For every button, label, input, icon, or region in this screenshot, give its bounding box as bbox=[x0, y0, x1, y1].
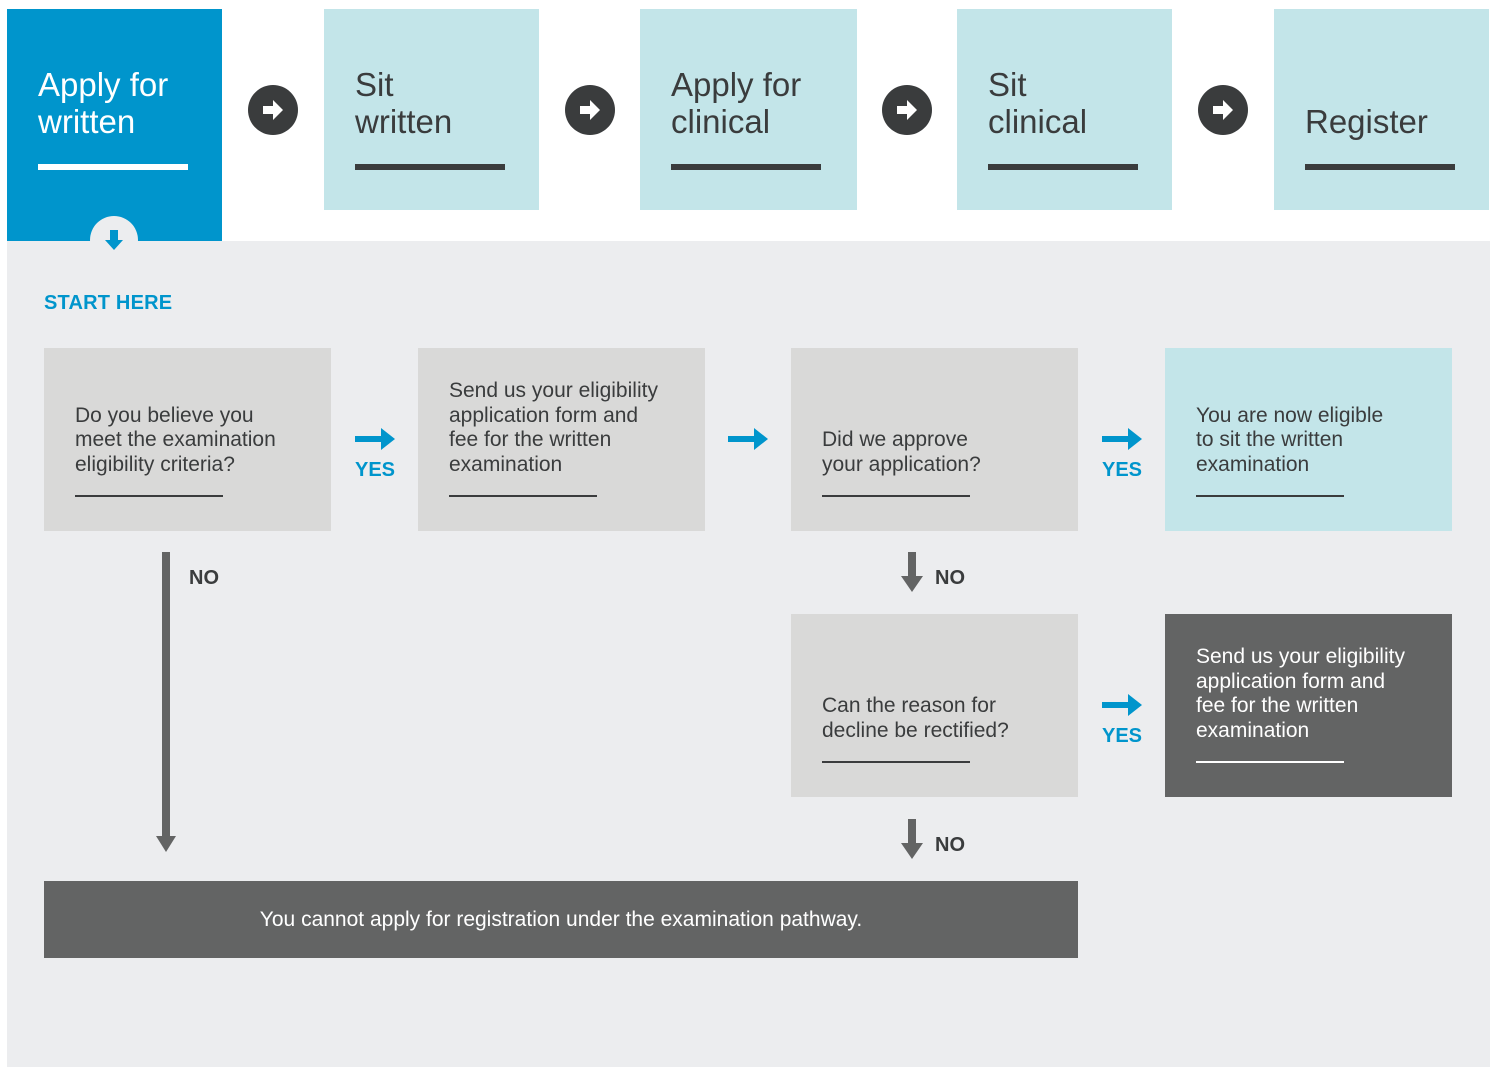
step-sit-written: Sit written bbox=[324, 9, 539, 210]
yes-label: YES bbox=[1102, 725, 1143, 747]
box-text: Send us your eligibility application for… bbox=[1196, 645, 1405, 742]
box-text: Do you believe you meet the examination … bbox=[75, 403, 276, 476]
step-underline bbox=[988, 164, 1138, 170]
box-underline bbox=[822, 495, 970, 497]
step-apply-for-clinical: Apply for clinical bbox=[640, 9, 857, 210]
step-underline bbox=[1305, 164, 1455, 170]
send-form-again-box: Send us your eligibility application for… bbox=[1165, 614, 1452, 797]
final-message: You cannot apply for registration under … bbox=[259, 907, 863, 931]
box-underline bbox=[449, 495, 597, 497]
arrow-down-icon bbox=[90, 216, 138, 264]
step-label: Sit written bbox=[355, 66, 453, 140]
arrow-right-icon bbox=[728, 428, 768, 455]
arrow-right-icon bbox=[565, 85, 615, 135]
box-underline bbox=[75, 495, 223, 497]
box-text: You are now eligible to sit the written … bbox=[1196, 403, 1384, 476]
step-label: Sit clinical bbox=[988, 66, 1088, 140]
arrow-down-icon bbox=[900, 819, 924, 864]
arrow-right-icon bbox=[1102, 428, 1142, 455]
box-underline bbox=[1196, 495, 1344, 497]
arrow-right-icon bbox=[1102, 694, 1142, 721]
box-underline bbox=[822, 761, 970, 763]
box-text: Send us your eligibility application for… bbox=[449, 379, 658, 476]
box-underline bbox=[1196, 761, 1344, 763]
box-text: Did we approve your application? bbox=[822, 428, 981, 476]
arrow-down-icon bbox=[154, 552, 178, 857]
step-underline bbox=[38, 164, 188, 170]
yes-label: YES bbox=[1102, 459, 1143, 481]
box-text: Can the reason for decline be rectified? bbox=[822, 694, 1009, 742]
step-underline bbox=[355, 164, 505, 170]
send-form-box: Send us your eligibility application for… bbox=[418, 348, 705, 531]
now-eligible-box: You are now eligible to sit the written … bbox=[1165, 348, 1452, 531]
arrow-right-icon bbox=[882, 85, 932, 135]
step-apply-for-written: Apply for written bbox=[7, 9, 222, 241]
step-underline bbox=[671, 164, 821, 170]
approved-question-box: Did we approve your application? bbox=[791, 348, 1078, 531]
step-register: Register bbox=[1274, 9, 1489, 210]
cannot-apply-box: You cannot apply for registration under … bbox=[44, 881, 1078, 958]
no-label: NO bbox=[935, 567, 965, 589]
step-label: Apply for clinical bbox=[671, 66, 802, 140]
yes-label: YES bbox=[355, 459, 396, 481]
arrow-down-icon bbox=[900, 552, 924, 597]
no-label: NO bbox=[189, 567, 219, 589]
step-label: Apply for written bbox=[38, 66, 169, 140]
start-here-label: START HERE bbox=[44, 292, 173, 314]
eligibility-question-box: Do you believe you meet the examination … bbox=[44, 348, 331, 531]
step-label: Register bbox=[1305, 103, 1428, 140]
arrow-right-icon bbox=[355, 428, 395, 455]
no-label: NO bbox=[935, 834, 965, 856]
rectify-question-box: Can the reason for decline be rectified? bbox=[791, 614, 1078, 797]
step-sit-clinical: Sit clinical bbox=[957, 9, 1172, 210]
arrow-right-icon bbox=[1198, 85, 1248, 135]
arrow-right-icon bbox=[248, 85, 298, 135]
